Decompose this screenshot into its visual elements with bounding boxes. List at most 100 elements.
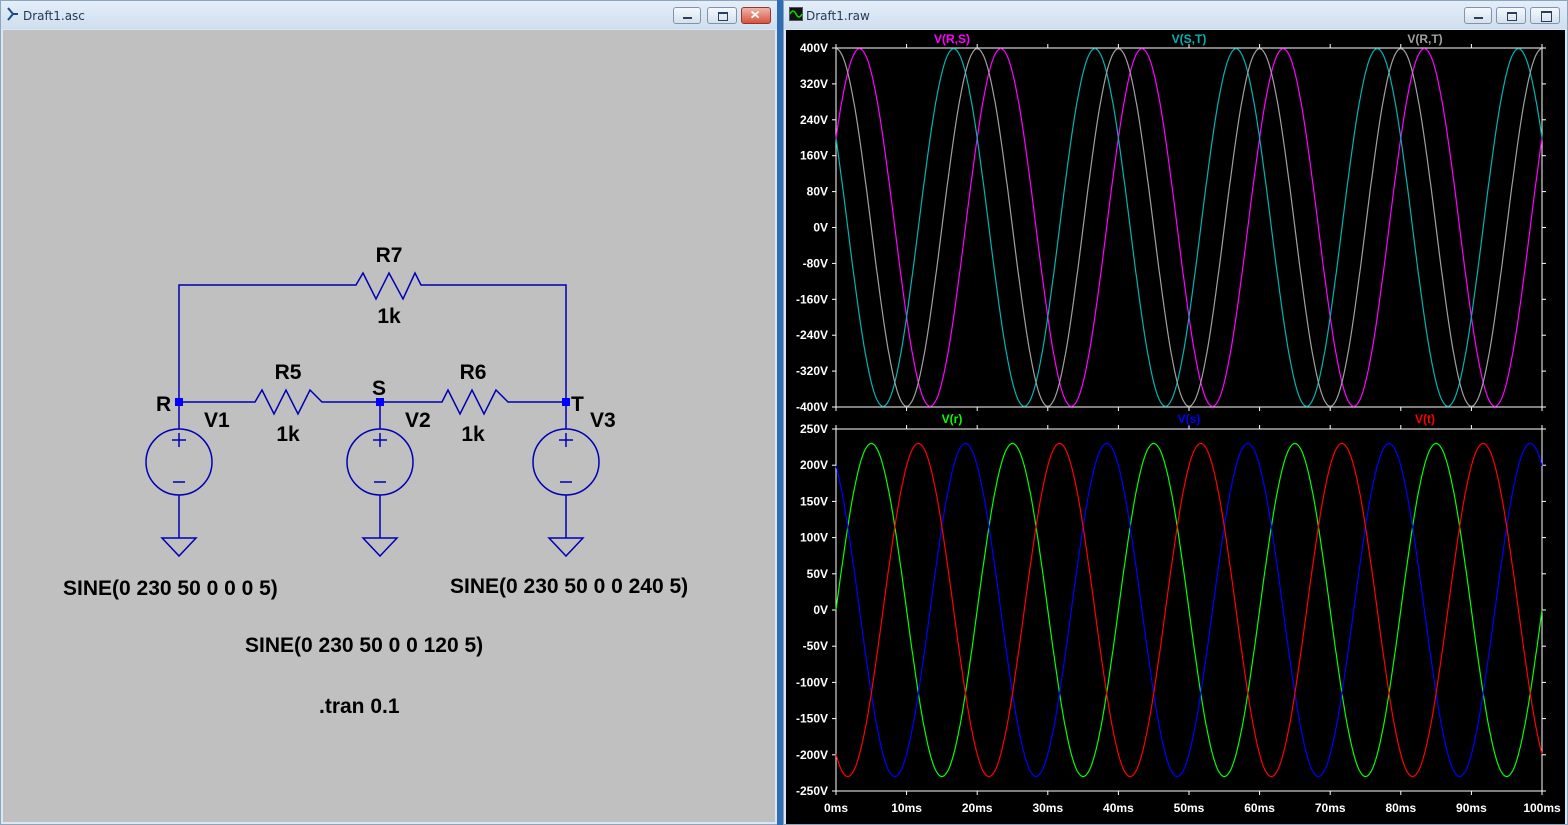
wire-r5[interactable] <box>179 388 380 416</box>
waveform-maximize-button[interactable] <box>1530 7 1560 24</box>
schematic-window-title: Draft1.asc <box>23 9 85 23</box>
r5-name[interactable]: R5 <box>275 361 302 384</box>
waveform-client: 400V 320V 240V 160V 80V 0V -80V -160V -240V -320V… <box>786 30 1565 824</box>
schematic-window[interactable]: Draft1.asc <box>0 0 778 825</box>
y-tick-label: 50V <box>807 567 828 581</box>
legend-v-r-t-[interactable]: V(R,T) <box>1407 32 1442 46</box>
y-tick-label: 240V <box>800 113 828 127</box>
schematic-canvas[interactable]: R7 1k R5 1k R6 1k R S T V1 V2 V3 SINE(0 … <box>3 30 775 822</box>
v2-name[interactable]: V2 <box>405 409 431 432</box>
r7-value[interactable]: 1k <box>377 305 401 328</box>
trace-v-s-t-[interactable] <box>835 48 1543 407</box>
y-tick-label: 250V <box>800 422 828 436</box>
y-tick-label: 200V <box>800 458 828 472</box>
r5-value[interactable]: 1k <box>276 423 300 446</box>
x-tick-label: 80ms <box>1385 801 1416 815</box>
voltage-source-v3[interactable] <box>532 428 600 496</box>
y-tick-label: 160V <box>800 149 828 163</box>
node-r[interactable] <box>175 398 183 406</box>
window-divider <box>777 0 783 825</box>
node-label-s: S <box>372 377 386 400</box>
voltage-source-v2[interactable] <box>346 428 414 496</box>
schematic-close-button[interactable] <box>741 7 771 24</box>
schematic-client: R7 1k R5 1k R6 1k R S T V1 V2 V3 SINE(0 … <box>3 30 775 822</box>
x-tick-label: 70ms <box>1315 801 1346 815</box>
y-tick-label: -200V <box>796 748 828 762</box>
waveform-restore-button[interactable] <box>1496 7 1526 24</box>
y-tick-label: -400V <box>796 400 828 414</box>
y-tick-label: 80V <box>807 185 828 199</box>
trace-v-s-[interactable] <box>835 442 1543 778</box>
maximize-icon <box>1541 11 1552 22</box>
y-tick-label: -150V <box>796 712 828 726</box>
x-tick-label: 50ms <box>1174 801 1205 815</box>
wire-r6[interactable] <box>380 388 566 416</box>
legend-v-t-[interactable]: V(t) <box>1415 412 1435 426</box>
restore-icon <box>718 12 728 21</box>
schematic-restore-button[interactable] <box>707 7 737 24</box>
waveform-titlebar[interactable]: Draft1.raw <box>784 1 1567 29</box>
trace-v-t-[interactable] <box>835 442 1543 778</box>
y-tick-label: 0V <box>813 603 828 617</box>
tran-directive[interactable]: .tran 0.1 <box>319 695 400 718</box>
trace-v-r-t-[interactable] <box>835 48 1543 407</box>
wire-v2[interactable] <box>361 402 399 558</box>
waveform-window[interactable]: Draft1.raw 400V 320V 240V 160V 80V 0V -80V -160… <box>783 0 1568 825</box>
y-tick-label: -80V <box>803 256 828 270</box>
y-tick-label: -160V <box>796 292 828 306</box>
x-tick-label: 60ms <box>1244 801 1275 815</box>
plus-icon <box>373 433 387 483</box>
v2-sine-directive[interactable]: SINE(0 230 50 0 0 120 5) <box>245 634 483 657</box>
node-label-r: R <box>156 393 171 416</box>
node-t[interactable] <box>562 398 570 406</box>
r6-value[interactable]: 1k <box>461 423 485 446</box>
schematic-minimize-button[interactable] <box>673 7 701 24</box>
x-tick-label: 30ms <box>1032 801 1063 815</box>
y-tick-label: 150V <box>800 494 828 508</box>
wire-v1[interactable] <box>160 402 198 558</box>
legend-v-r-s-[interactable]: V(R,S) <box>934 32 970 46</box>
waveform-minimize-button[interactable] <box>1464 7 1492 24</box>
y-tick-label: -240V <box>796 328 828 342</box>
x-tick-label: 20ms <box>962 801 993 815</box>
wire-r7[interactable] <box>178 271 567 402</box>
y-tick-label: 320V <box>800 77 828 91</box>
v3-name[interactable]: V3 <box>590 409 616 432</box>
v1-name[interactable]: V1 <box>204 409 230 432</box>
legend-v-r-[interactable]: V(r) <box>942 412 963 426</box>
v1-sine-directive[interactable]: SINE(0 230 50 0 0 0 5) <box>63 577 278 600</box>
x-tick-label: 0ms <box>824 801 848 815</box>
v3-sine-directive[interactable]: SINE(0 230 50 0 0 240 5) <box>450 575 688 598</box>
minimize-icon <box>683 17 692 19</box>
waveform-icon <box>789 7 803 21</box>
node-s[interactable] <box>376 398 384 406</box>
x-tick-label: 100ms <box>1523 801 1561 815</box>
waveform-window-title: Draft1.raw <box>806 9 870 23</box>
legend-v-s-[interactable]: V(s) <box>1178 412 1201 426</box>
voltage-source-v1[interactable] <box>145 428 213 496</box>
restore-icon <box>1507 12 1517 21</box>
r6-name[interactable]: R6 <box>460 361 487 384</box>
r7-name[interactable]: R7 <box>376 244 403 267</box>
y-tick-label: 100V <box>800 531 828 545</box>
y-tick-label: 400V <box>800 41 828 55</box>
y-tick-label: -250V <box>796 784 828 798</box>
legend-v-s-t-[interactable]: V(S,T) <box>1172 32 1207 46</box>
minimize-icon <box>1474 17 1483 19</box>
trace-v-r-[interactable] <box>835 442 1543 778</box>
y-tick-label: -50V <box>803 639 828 653</box>
schematic-titlebar[interactable]: Draft1.asc <box>1 1 777 29</box>
plus-icon <box>172 433 186 483</box>
x-tick-label: 40ms <box>1103 801 1134 815</box>
close-icon <box>751 10 760 19</box>
y-tick-label: 0V <box>813 221 828 235</box>
wire-v3[interactable] <box>547 402 585 558</box>
waveform-canvas[interactable]: 400V 320V 240V 160V 80V 0V -80V -160V -240V -320V… <box>786 30 1565 824</box>
x-tick-label: 10ms <box>891 801 922 815</box>
ltspice-schematic-icon <box>7 7 18 21</box>
x-tick-label: 90ms <box>1456 801 1487 815</box>
node-label-t: T <box>571 393 584 416</box>
y-tick-label: -320V <box>796 364 828 378</box>
plus-icon <box>559 433 573 483</box>
y-tick-label: -100V <box>796 675 828 689</box>
